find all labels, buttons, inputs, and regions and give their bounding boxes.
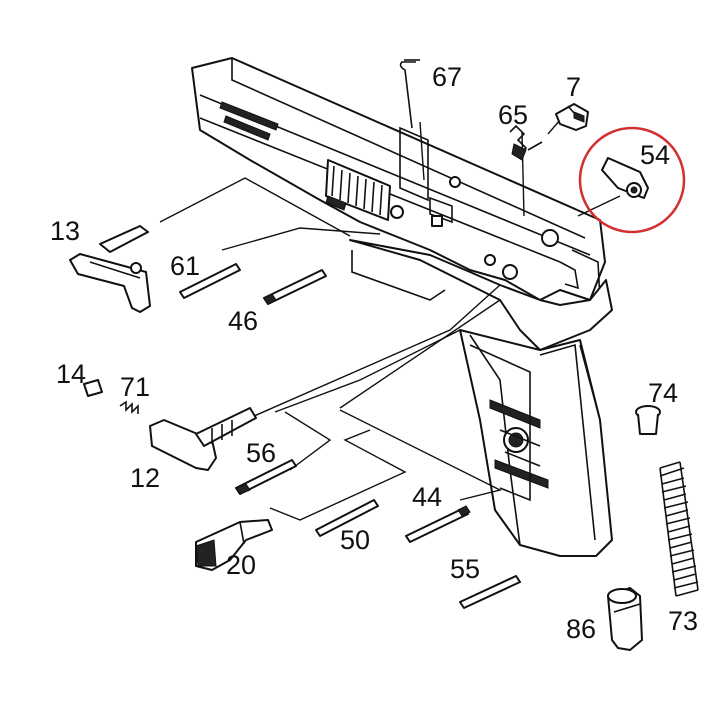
label-55: 55 — [450, 554, 480, 584]
part-86-housing — [607, 587, 643, 651]
part-44-pin — [405, 505, 471, 543]
label-73: 73 — [668, 606, 698, 636]
label-86: 86 — [566, 614, 596, 644]
label-20: 20 — [226, 550, 256, 580]
part-7-block — [555, 103, 589, 131]
label-67: 67 — [432, 62, 462, 92]
part-67-wire — [399, 59, 420, 129]
part-65-spring — [509, 124, 543, 161]
grip-serrations — [325, 159, 391, 221]
label-44: 44 — [412, 482, 442, 512]
part-55-pin — [459, 575, 521, 609]
frame — [191, 57, 613, 351]
label-71: 71 — [120, 372, 150, 402]
part-50-pin — [315, 499, 379, 537]
part-54-lever — [601, 157, 649, 199]
part-56-pin — [235, 459, 297, 495]
part-14-detent — [83, 379, 103, 397]
label-61: 61 — [170, 251, 200, 281]
part-13-lever — [69, 225, 151, 313]
label-74: 74 — [648, 378, 678, 408]
label-65: 65 — [498, 100, 528, 130]
label-13: 13 — [50, 216, 80, 246]
part-61-pin — [179, 263, 241, 299]
label-12: 12 — [130, 463, 160, 493]
label-46: 46 — [228, 306, 258, 336]
part-46-pin — [263, 269, 327, 305]
part-74-plug — [635, 405, 661, 435]
part-71-spring — [119, 400, 139, 414]
label-56: 56 — [246, 438, 276, 468]
label-50: 50 — [340, 525, 370, 555]
label-14: 14 — [56, 359, 86, 389]
part-54-highlight-ring — [578, 126, 686, 234]
label-54: 54 — [640, 140, 670, 170]
part-20-catch — [195, 519, 273, 571]
part-12-lever — [149, 407, 257, 471]
label-7: 7 — [566, 72, 581, 102]
grip — [459, 329, 613, 557]
part-73-spring — [659, 461, 699, 597]
part-labels: 67 7 65 54 13 61 46 14 71 12 74 56 44 50… — [50, 62, 698, 644]
leader-lines — [159, 119, 621, 521]
